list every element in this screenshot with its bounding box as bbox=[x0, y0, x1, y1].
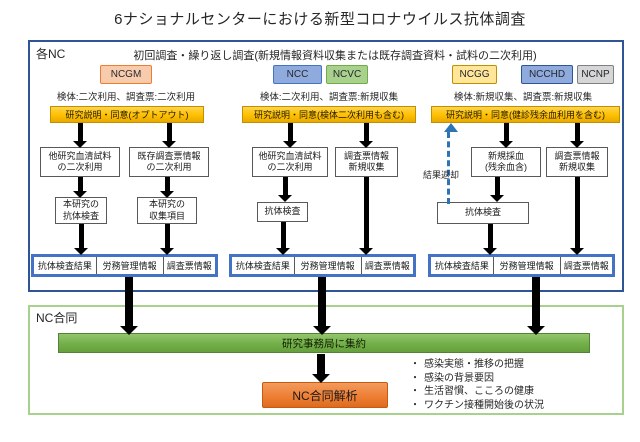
badge-ncnp: NCNP bbox=[577, 65, 614, 84]
column1-consent-bar: 研究説明・同意(オプトアウト) bbox=[50, 106, 204, 123]
badge-ncchd: NCCHD bbox=[521, 65, 573, 84]
col2-serum-secondary-use-box: 他研究血清試料 の二次利用 bbox=[252, 147, 328, 177]
output-cell: 労務管理情報 bbox=[293, 257, 361, 274]
analysis-topics-list: ・ 感染実態・推移の把握 ・ 感染の背景要因 ・ 生活習慣、こころの健康 ・ ワ… bbox=[410, 358, 620, 412]
col2-questionnaire-new-box: 調査票情報 新規収集 bbox=[335, 147, 398, 177]
output-cell: 調査票情報 bbox=[162, 257, 215, 274]
list-item: ・ ワクチン接種開始後の状況 bbox=[410, 399, 620, 413]
each-nc-subtitle: 初回調査・繰り返し調査(新規情報資料収集または既存調査資料・試料の二次利用) bbox=[133, 50, 537, 62]
bullet-marker: ・ bbox=[410, 359, 420, 370]
list-item-text: 感染の背景要因 bbox=[424, 372, 494, 384]
result-feedback-arrow bbox=[444, 123, 458, 204]
diagram-title: 6ナショナルセンターにおける新型コロナウイルス抗体調査 bbox=[114, 11, 526, 28]
badge-ncgm: NCGM bbox=[100, 65, 152, 84]
col1-serum-secondary-use-box: 他研究血清試料 の二次利用 bbox=[40, 147, 120, 177]
joint-analysis-box: NC合同解析 bbox=[262, 382, 388, 408]
list-item-text: ワクチン接種開始後の状況 bbox=[424, 399, 544, 411]
list-item: ・ 感染実態・推移の把握 bbox=[410, 358, 620, 372]
result-feedback-label: 結果返却 bbox=[423, 170, 460, 180]
list-item: ・ 感染の背景要因 bbox=[410, 372, 620, 386]
output-cell: 抗体検査結果 bbox=[37, 261, 92, 271]
col1-output-row: 抗体検査結果 労務管理情報 調査票情報 bbox=[31, 254, 218, 277]
col3-antibody-test-box: 抗体検査 bbox=[437, 202, 529, 224]
bullet-marker: ・ bbox=[410, 372, 420, 384]
col3-output-row: 抗体検査結果 労務管理情報 調査票情報 bbox=[428, 254, 615, 277]
column1-sample-note: 検体:二次利用、調査票:二次利用 bbox=[56, 92, 196, 103]
badge-ncgg: NCGG bbox=[452, 65, 497, 84]
aggregate-bar: 研究事務局に集約 bbox=[58, 333, 590, 353]
arrow-up-head bbox=[444, 123, 458, 132]
badge-ncvc: NCVC bbox=[326, 65, 368, 84]
col1-collection-items-box: 本研究の 収集項目 bbox=[137, 197, 197, 224]
output-cell: 労務管理情報 bbox=[492, 257, 560, 274]
bullet-marker: ・ bbox=[410, 386, 420, 397]
list-item: ・ 生活習慣、こころの健康 bbox=[410, 385, 620, 399]
output-cell: 抗体検査結果 bbox=[235, 261, 290, 271]
column2-consent-bar: 研究説明・同意(検体二次利用も含む) bbox=[242, 106, 416, 123]
col2-output-row: 抗体検査結果 労務管理情報 調査票情報 bbox=[229, 254, 416, 277]
col3-questionnaire-new-box: 調査票情報 新規収集 bbox=[546, 147, 608, 177]
output-cell: 調査票情報 bbox=[559, 257, 612, 274]
list-item-text: 感染実態・推移の把握 bbox=[424, 359, 524, 370]
column3-sample-note: 検体:新規収集、調査票:新規収集 bbox=[453, 92, 593, 103]
column3-consent-bar: 研究説明・同意(健診残余血利用を含む) bbox=[431, 106, 620, 123]
badge-ncc: NCC bbox=[273, 65, 322, 84]
nc-joint-label: NC合同 bbox=[36, 311, 78, 325]
col2-antibody-test-box: 抗体検査 bbox=[257, 202, 308, 222]
each-nc-label: 各NC bbox=[36, 47, 66, 61]
bullet-marker: ・ bbox=[410, 399, 420, 411]
col1-existing-questionnaire-box: 既存調査票情報 の二次利用 bbox=[129, 147, 209, 177]
list-item-text: 生活習慣、こころの健康 bbox=[424, 386, 534, 397]
output-cell: 労務管理情報 bbox=[95, 257, 163, 274]
column2-sample-note: 検体:二次利用、調査票:新規収集 bbox=[259, 92, 399, 103]
output-cell: 抗体検査結果 bbox=[434, 261, 489, 271]
output-cell: 調査票情報 bbox=[360, 257, 413, 274]
col3-new-blood-draw-box: 新規採血 (残余血含) bbox=[471, 147, 541, 177]
col1-antibody-test-box: 本研究の 抗体検査 bbox=[55, 197, 107, 224]
